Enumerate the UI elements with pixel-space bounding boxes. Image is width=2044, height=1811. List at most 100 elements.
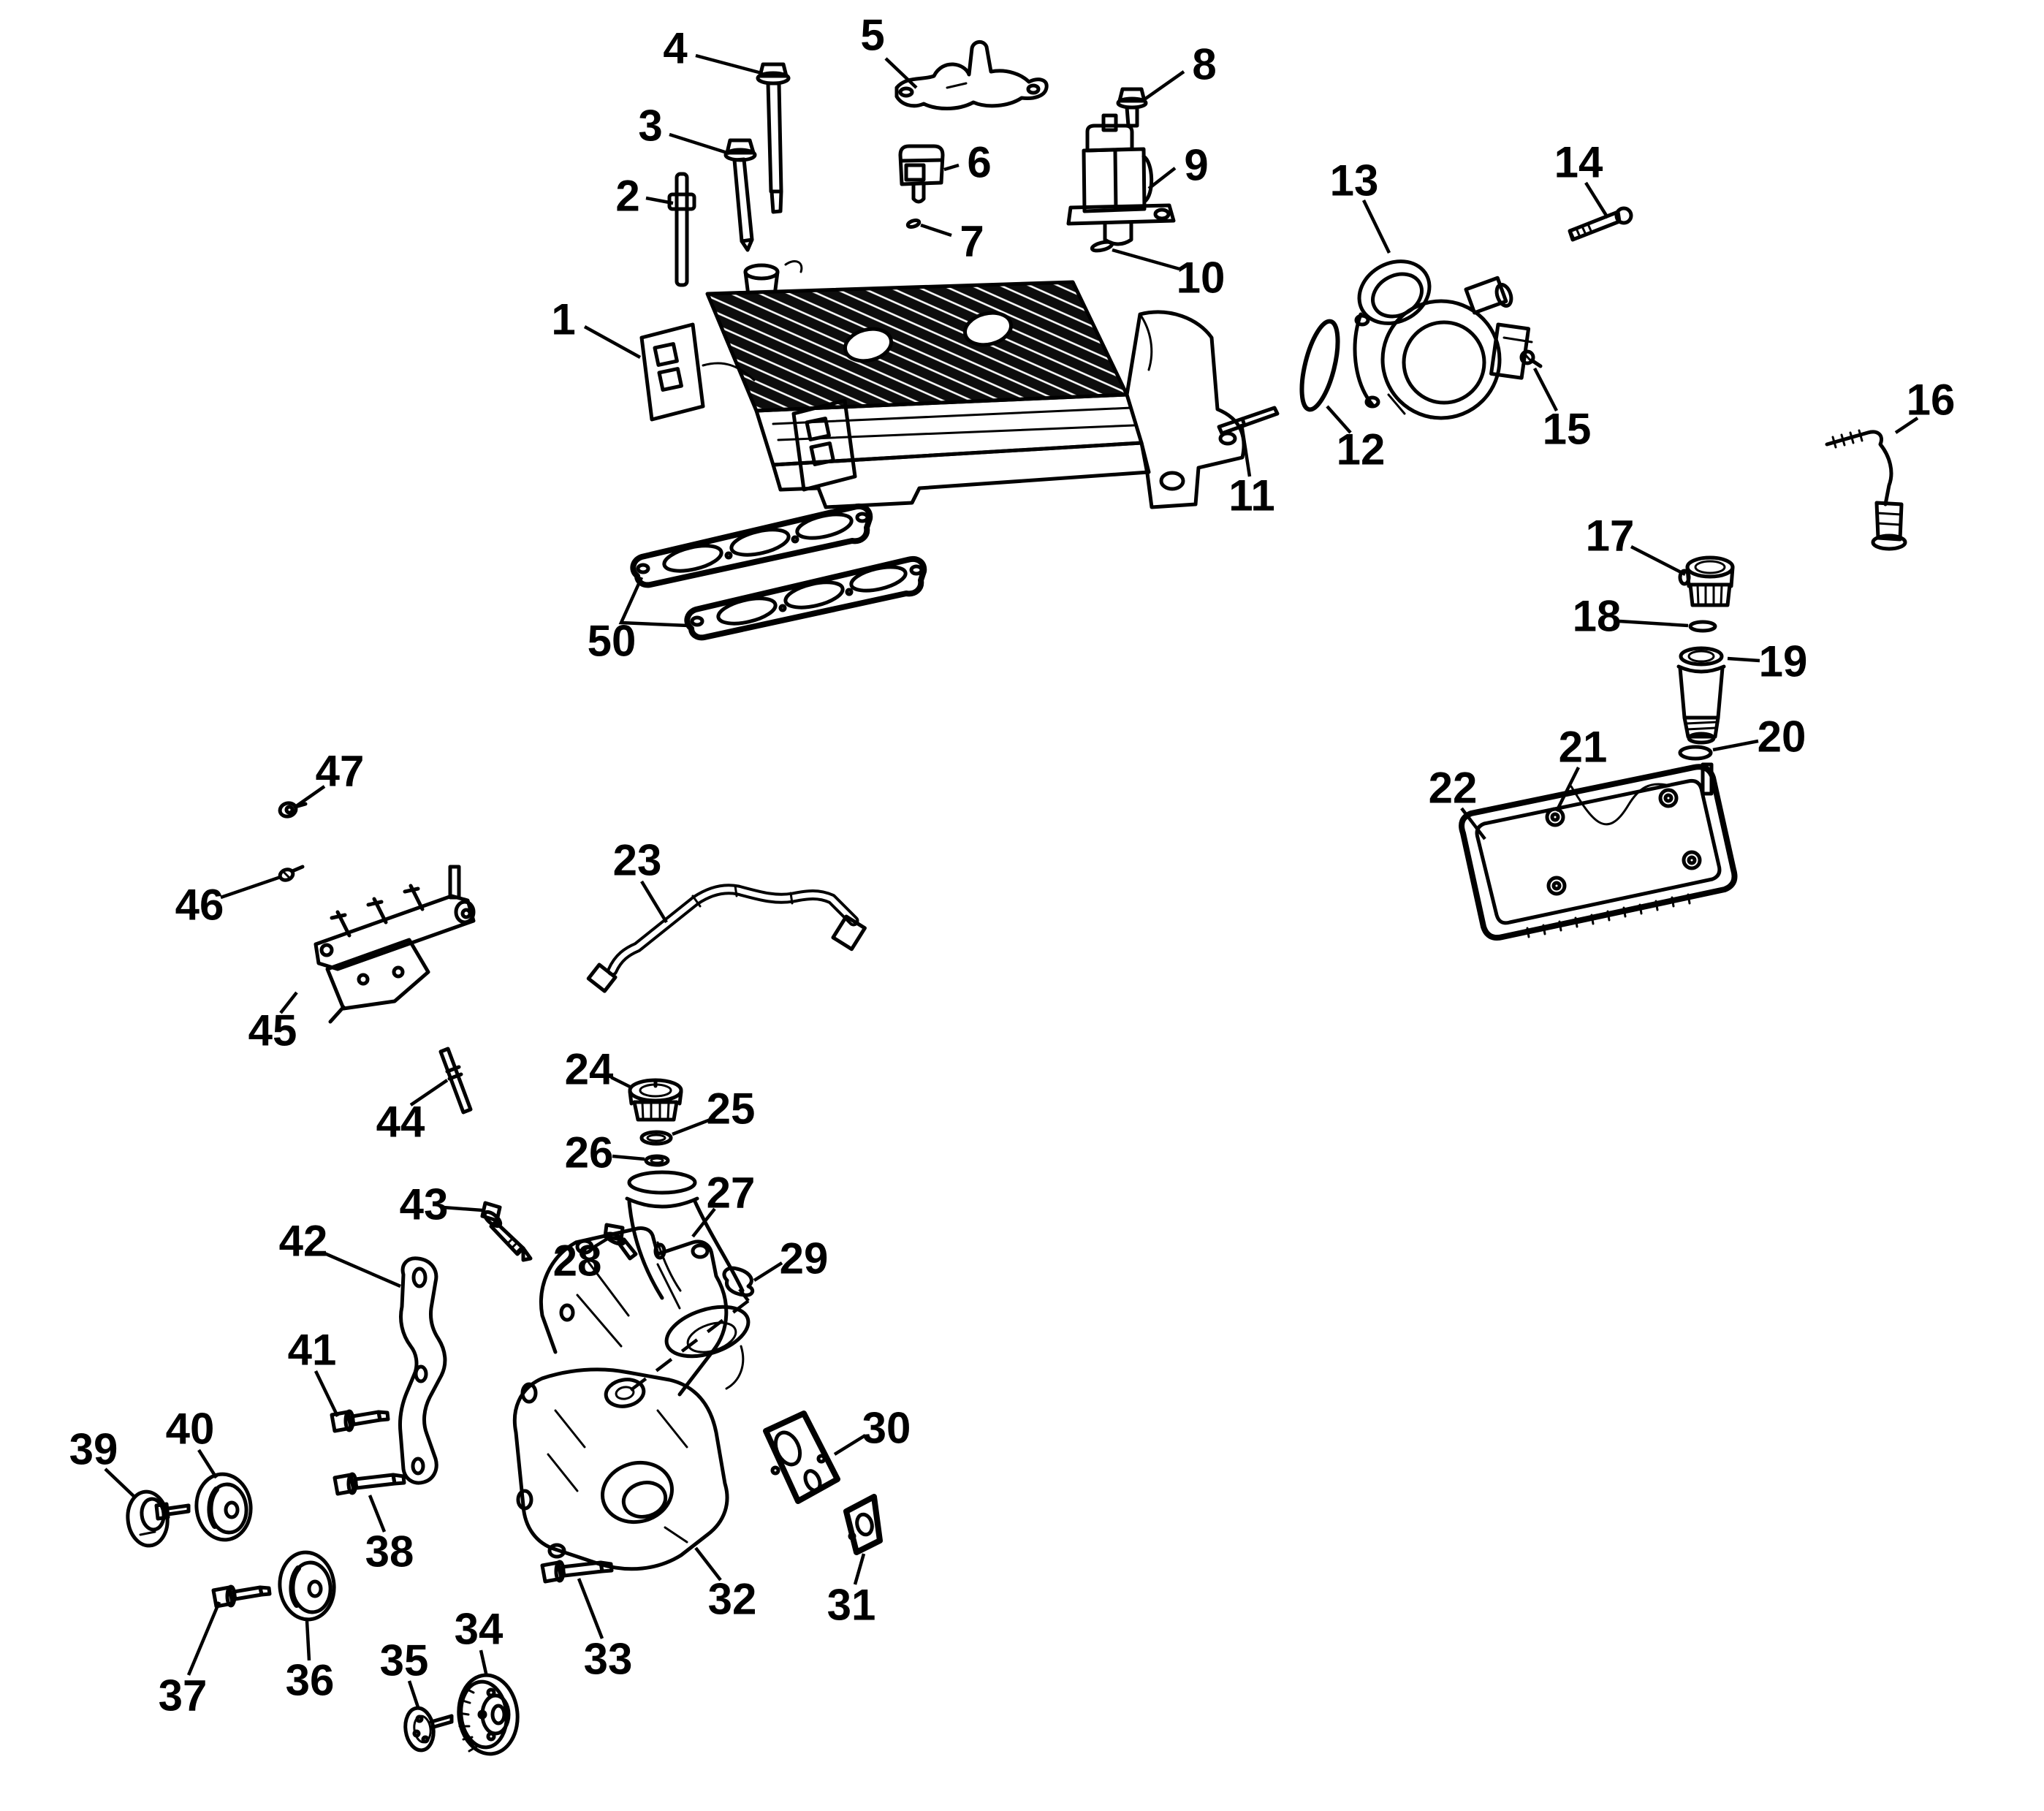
leader-line-19 xyxy=(1727,656,1760,663)
leader-line-16 xyxy=(1894,417,1919,434)
callout-40: 40 xyxy=(166,1405,218,1479)
leader-line-47 xyxy=(294,785,326,808)
leader-line-29 xyxy=(626,1299,750,1394)
part-41-bolt-drawing xyxy=(330,1409,390,1433)
leader-line-18 xyxy=(1619,619,1689,628)
callout-number-13: 13 xyxy=(1330,156,1379,205)
callout-25: 25 xyxy=(672,1085,755,1136)
callout-7: 7 xyxy=(920,217,984,266)
callout-18: 18 xyxy=(1573,592,1689,641)
callout-number-21: 21 xyxy=(1559,723,1608,772)
callout-28: 28 xyxy=(553,1235,612,1286)
callout-35: 35 xyxy=(380,1636,428,1708)
callout-32: 32 xyxy=(694,1546,756,1624)
callout-number-23: 23 xyxy=(613,836,662,885)
callout-16: 16 xyxy=(1894,376,1955,434)
part-5-bracket-drawing xyxy=(894,40,1049,110)
callout-number-36: 36 xyxy=(286,1656,335,1705)
callout-27: 27 xyxy=(691,1169,756,1238)
leader-line-32 xyxy=(694,1546,722,1582)
callout-number-17: 17 xyxy=(1586,512,1635,561)
callout-number-11: 11 xyxy=(1228,471,1274,520)
callout-number-40: 40 xyxy=(166,1405,215,1454)
callout-3: 3 xyxy=(638,102,730,156)
part-21-grommet-drawing xyxy=(1545,807,1565,827)
part-1-engine-cover-drawing xyxy=(639,260,1246,509)
part-27-neck-drawing xyxy=(625,1170,751,1390)
callout-number-7: 7 xyxy=(960,217,984,266)
leader-line-5 xyxy=(884,57,918,89)
leader-line-38 xyxy=(368,1495,387,1533)
part-38-bolt-drawing xyxy=(333,1472,406,1496)
callout-17: 17 xyxy=(1586,512,1687,577)
leader-line-9 xyxy=(1147,167,1177,190)
callout-15: 15 xyxy=(1533,367,1591,454)
callout-number-5: 5 xyxy=(860,11,884,60)
callout-19: 19 xyxy=(1727,637,1807,686)
callout-number-18: 18 xyxy=(1573,592,1622,641)
callout-number-24: 24 xyxy=(565,1045,614,1094)
part-14-bolt-drawing xyxy=(1568,206,1633,242)
callout-41: 41 xyxy=(288,1326,340,1417)
leader-line-33 xyxy=(577,1578,604,1639)
leader-line-20 xyxy=(1712,739,1759,752)
callout-number-10: 10 xyxy=(1177,254,1226,303)
part-24-cap-drawing xyxy=(628,1078,683,1122)
callout-43: 43 xyxy=(400,1180,483,1229)
leader-line-40 xyxy=(197,1449,218,1479)
part-10-oring-drawing xyxy=(1090,240,1114,253)
leader-line-24 xyxy=(609,1075,633,1090)
leader-line-30 xyxy=(833,1434,867,1456)
part-18-seal-drawing xyxy=(1688,620,1717,633)
callout-4: 4 xyxy=(663,24,762,75)
part-29-clip-drawing xyxy=(722,1266,755,1297)
callout-number-27: 27 xyxy=(707,1169,756,1218)
leader-line-27 xyxy=(691,1207,716,1238)
part-36-pulley-drawing xyxy=(278,1550,336,1622)
leader-line-26 xyxy=(612,1154,645,1161)
callout-42: 42 xyxy=(279,1217,401,1288)
part-37-bolt-drawing xyxy=(211,1584,272,1609)
callout-number-37: 37 xyxy=(159,1671,208,1720)
leader-line-13 xyxy=(1361,200,1391,254)
callout-number-38: 38 xyxy=(365,1527,414,1576)
part-3-bolt-drawing xyxy=(723,138,757,252)
callout-number-3: 3 xyxy=(638,102,662,151)
callout-number-14: 14 xyxy=(1554,138,1603,187)
callout-number-47: 47 xyxy=(316,747,365,796)
callout-14: 14 xyxy=(1554,138,1609,219)
part-16-hose-drawing xyxy=(1825,429,1907,551)
callout-number-33: 33 xyxy=(584,1635,633,1684)
callout-number-45: 45 xyxy=(248,1006,297,1055)
callout-31: 31 xyxy=(827,1553,875,1630)
callout-number-6: 6 xyxy=(967,138,991,187)
callout-number-20: 20 xyxy=(1758,713,1806,762)
leader-line-41 xyxy=(314,1370,340,1417)
leader-line-36 xyxy=(305,1620,311,1661)
part-9-solenoid-drawing xyxy=(1066,113,1176,246)
callout-8: 8 xyxy=(1143,40,1217,101)
part-39-washer-drawing xyxy=(126,1489,191,1548)
callout-number-12: 12 xyxy=(1337,425,1386,474)
callout-1: 1 xyxy=(551,295,642,359)
callout-22: 22 xyxy=(1429,764,1486,840)
callout-5: 5 xyxy=(860,11,918,89)
leader-line-11 xyxy=(1239,423,1252,477)
callout-29: 29 xyxy=(626,1234,828,1394)
callout-11: 11 xyxy=(1228,423,1275,520)
callout-number-43: 43 xyxy=(400,1180,449,1229)
part-6-sensor-drawing xyxy=(898,144,945,204)
part-19-tube-drawing xyxy=(1676,646,1726,745)
part-4-bolt-drawing xyxy=(756,62,791,214)
part-50-gaskets-drawing xyxy=(630,504,927,641)
leader-line-50 xyxy=(618,577,689,628)
callout-6: 6 xyxy=(943,138,992,187)
callout-39: 39 xyxy=(69,1425,137,1500)
callout-38: 38 xyxy=(365,1495,414,1576)
parts-artwork xyxy=(126,40,1907,1756)
part-11-pin-drawing xyxy=(1217,406,1280,436)
leader-line-21 xyxy=(1554,766,1581,813)
callout-44: 44 xyxy=(376,1079,449,1147)
leader-line-15 xyxy=(1533,367,1558,412)
part-22-cover-drawing xyxy=(1459,762,1738,941)
